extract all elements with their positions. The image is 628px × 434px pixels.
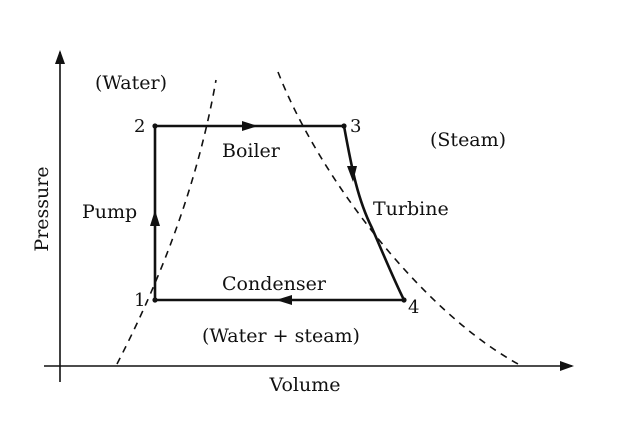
- condenser-arrow: [276, 295, 292, 305]
- mixture-region-label: (Water + steam): [202, 325, 360, 347]
- state-label-4: 4: [408, 297, 419, 318]
- state-label-1: 1: [134, 290, 145, 311]
- state-point-2: [152, 123, 158, 129]
- turbine-process-line: [342, 125, 406, 301]
- water-region-label: (Water): [95, 72, 167, 94]
- steam-region-label: (Steam): [430, 129, 506, 151]
- boiler-arrow: [242, 121, 258, 131]
- x-axis-label: Volume: [269, 374, 341, 396]
- state-point-4: [401, 297, 407, 303]
- boiler-label: Boiler: [222, 140, 281, 162]
- turbine-arrow: [347, 166, 357, 182]
- condenser-label: Condenser: [222, 273, 327, 295]
- pump-label: Pump: [82, 201, 137, 223]
- pump-arrow: [150, 210, 160, 226]
- state-label-3: 3: [350, 116, 361, 137]
- saturated-liquid-line: [116, 79, 217, 365]
- state-label-2: 2: [134, 116, 145, 137]
- state-point-1: [152, 297, 158, 303]
- turbine-label: Turbine: [373, 198, 449, 220]
- y-axis-label: Pressure: [31, 166, 53, 251]
- state-point-3: [341, 123, 347, 129]
